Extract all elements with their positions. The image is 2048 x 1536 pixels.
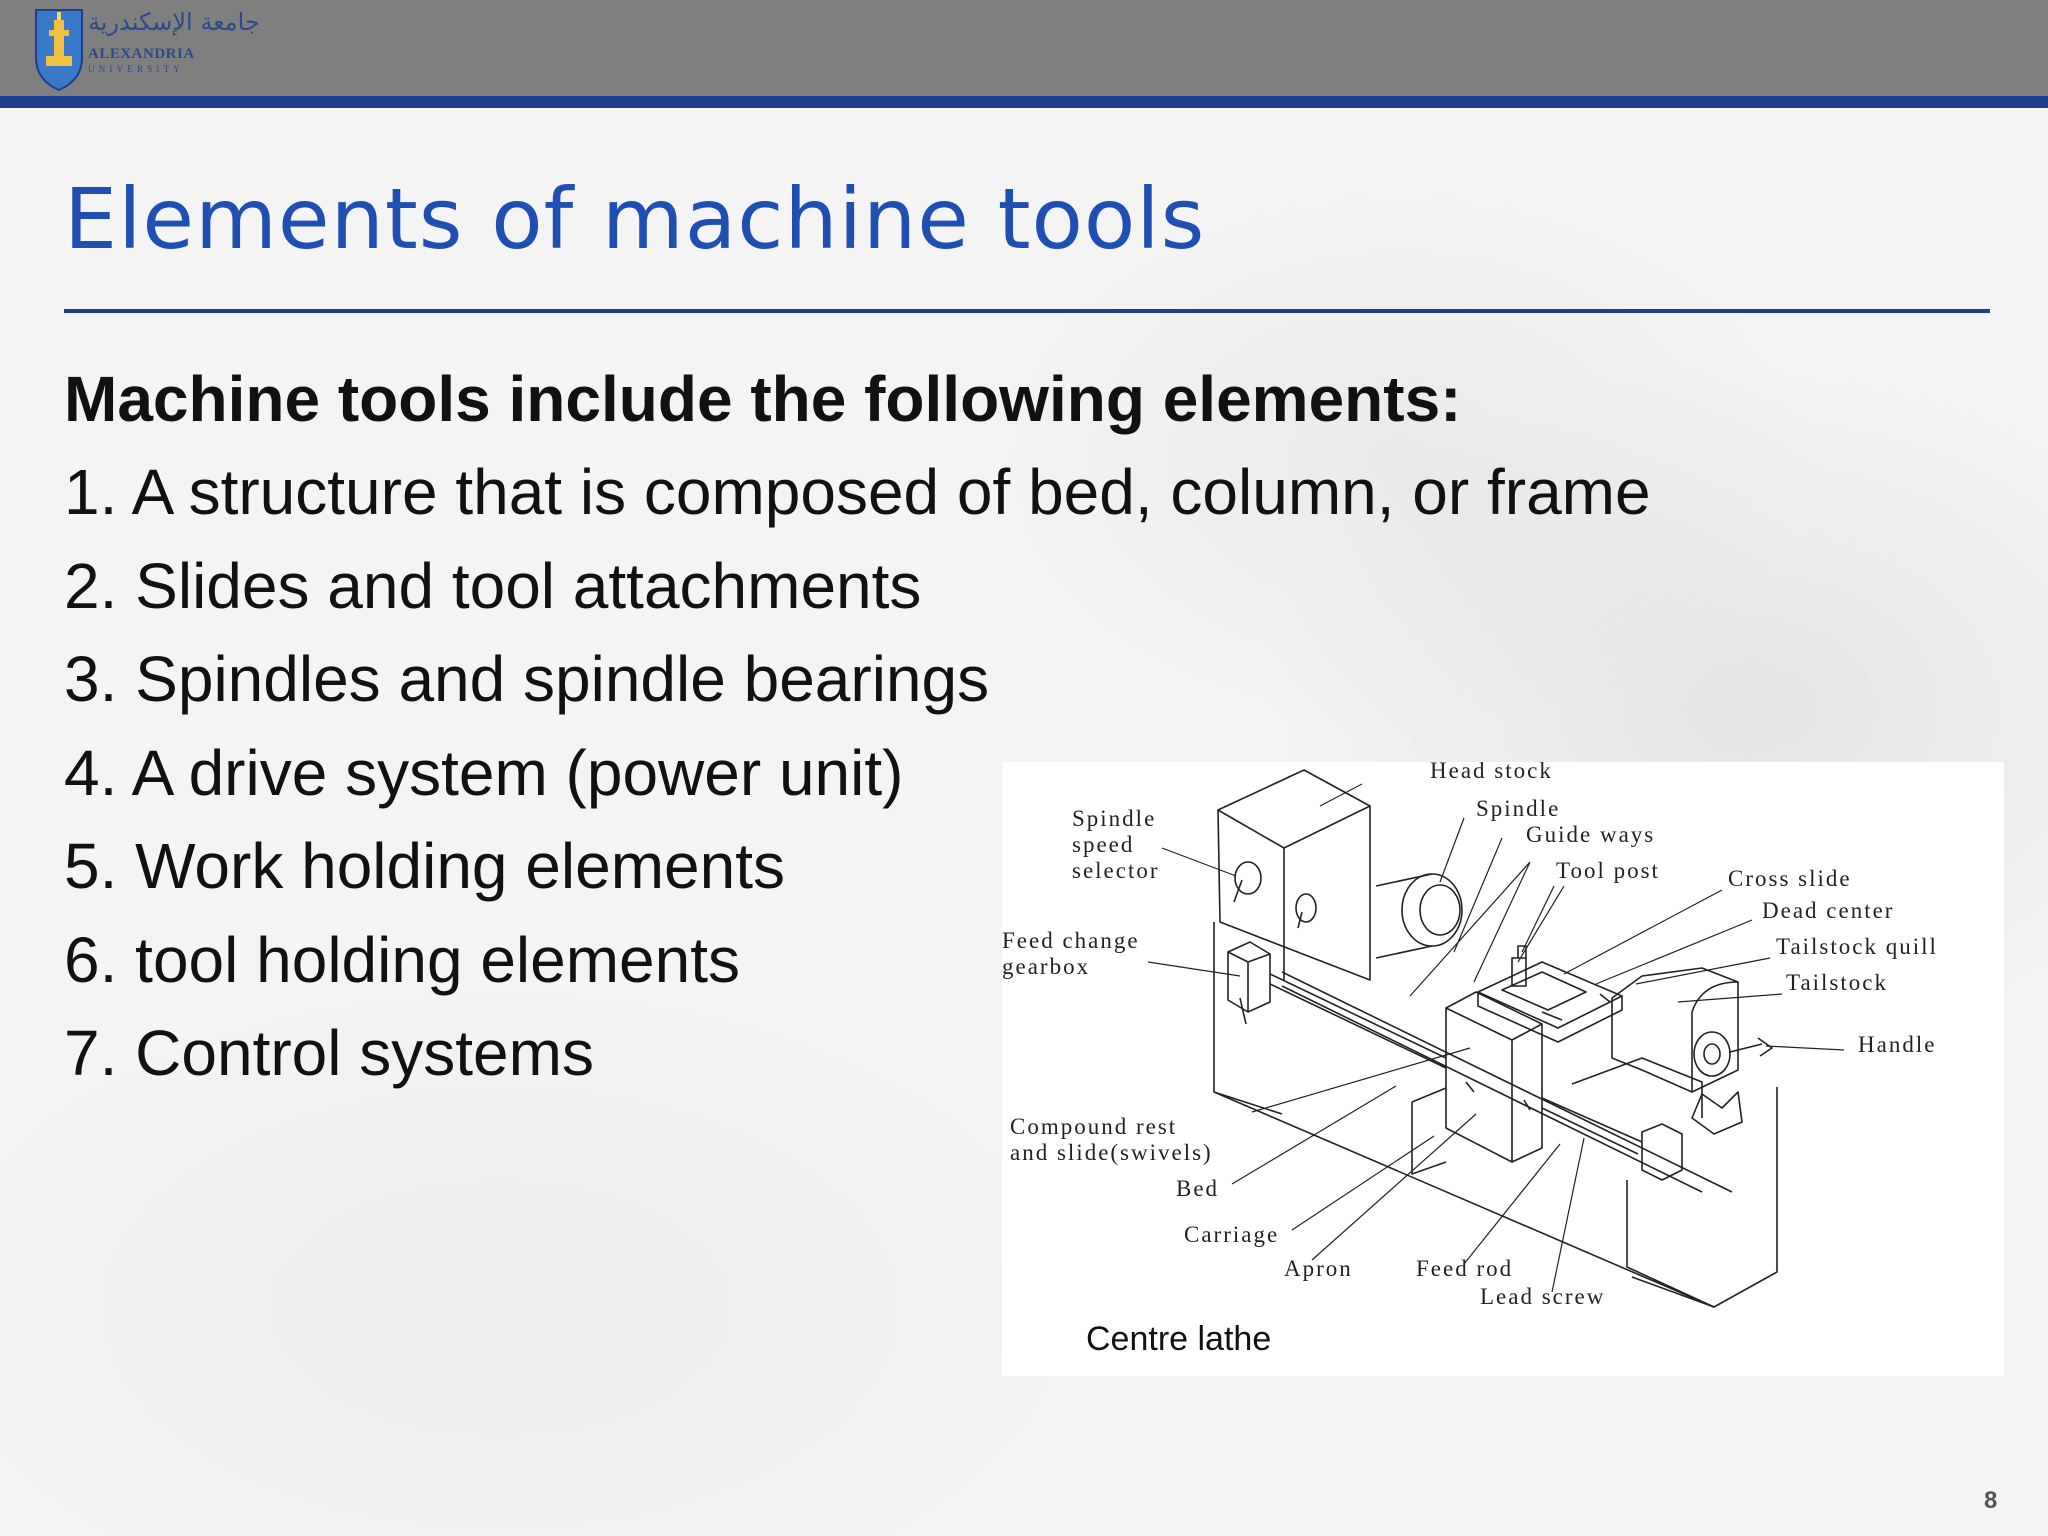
figure-caption: Centre lathe <box>1086 1320 1272 1358</box>
header-bar <box>0 0 2048 96</box>
headstock-drawing <box>1217 769 1463 981</box>
label-carriage: Carriage <box>1184 1222 1279 1247</box>
label-tool-post: Tool post <box>1556 858 1660 883</box>
logo-subtitle: UNIVERSITY <box>88 64 184 74</box>
label-spindle: Spindle <box>1476 796 1560 821</box>
slide-subtitle: Machine tools include the following elem… <box>64 363 1462 435</box>
label-spindle-speed-selector: Spindle <box>1072 806 1156 831</box>
label-bed: Bed <box>1176 1176 1219 1201</box>
label-feed-rod: Feed rod <box>1416 1256 1513 1281</box>
tailstock-drawing <box>1611 967 1773 1135</box>
list-item: 2. Slides and tool attachments <box>64 549 922 622</box>
lathe-figure: Head stock Spindle Guide ways Tool post … <box>1002 762 2004 1376</box>
page-number: 8 <box>1984 1487 1998 1514</box>
list-item: 6. tool holding elements <box>64 923 740 996</box>
label-head-stock: Head stock <box>1430 762 1553 783</box>
label-apron: Apron <box>1284 1256 1353 1281</box>
list-item: 5. Work holding elements <box>64 830 785 902</box>
list-item: 1. A structure that is composed of bed, … <box>64 456 1651 528</box>
label-handle: Handle <box>1858 1032 1936 1057</box>
label-lead-screw: Lead screw <box>1480 1284 1605 1309</box>
label-spindle-speed-selector: selector <box>1072 858 1160 883</box>
lathe-diagram: Head stock Spindle Guide ways Tool post … <box>1002 762 1938 1309</box>
shield-icon <box>35 9 83 92</box>
label-feed-change-gearbox: gearbox <box>1002 954 1090 979</box>
label-feed-change-gearbox: Feed change <box>1002 928 1140 953</box>
label-compound-rest: and slide(swivels) <box>1010 1140 1213 1165</box>
cross-slide-drawing <box>1477 945 1623 1043</box>
carriage-drawing <box>1411 991 1543 1175</box>
feed-gearbox-drawing <box>1227 941 1271 1025</box>
logo-arabic-text: جامعة الإسكندرية <box>88 8 260 36</box>
label-guide-ways: Guide ways <box>1526 822 1655 847</box>
bed-drawing <box>1213 922 1778 1308</box>
lead-screw-drawing <box>1269 973 1703 1181</box>
leader-lines <box>1147 783 1845 1293</box>
logo-name: ALEXANDRIA <box>88 46 195 62</box>
label-tailstock: Tailstock <box>1786 970 1888 995</box>
list-item: 7. Control systems <box>64 1017 594 1089</box>
list-item: 4. A drive system (power unit) <box>64 736 904 809</box>
elements-list: 1. A structure that is composed of bed, … <box>64 454 1651 1109</box>
label-compound-rest: Compound rest <box>1010 1114 1177 1139</box>
university-logo: جامعة الإسكندرية ALEXANDRIA UNIVERSITY <box>34 6 260 94</box>
label-cross-slide: Cross slide <box>1728 866 1852 891</box>
header-accent-line <box>0 96 2048 108</box>
list-item: 3. Spindles and spindle bearings <box>64 643 990 715</box>
label-tailstock-quill: Tailstock quill <box>1776 934 1938 959</box>
title-divider <box>64 309 1990 313</box>
label-dead-center: Dead center <box>1762 898 1894 923</box>
slide-title: Elements of machine tools <box>64 170 1206 268</box>
label-spindle-speed-selector: speed <box>1072 832 1134 857</box>
